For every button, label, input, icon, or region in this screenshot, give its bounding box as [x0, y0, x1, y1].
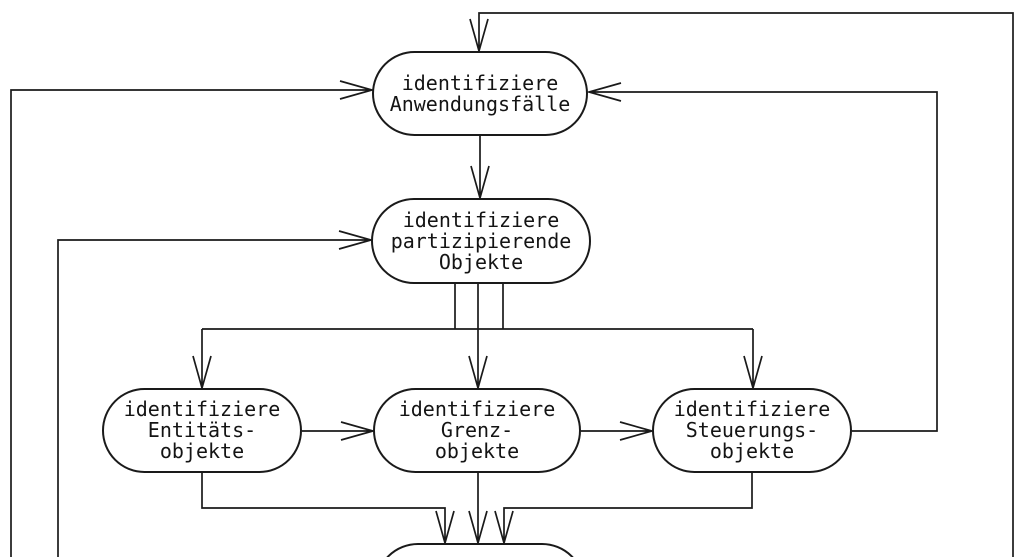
- edge-boundary-to-bottom-arrow: [468, 473, 488, 547]
- edge-usecases-to-participating-arrow: [470, 136, 490, 202]
- edge-participating-to-entity-arrow: [192, 329, 212, 392]
- node-identify-participating-objects-label: identifiziere partizipierende Objekte: [390, 207, 572, 274]
- edge-boundary-to-control-arrow: [581, 421, 656, 441]
- edge-control-to-bottom-arrow: [494, 473, 753, 547]
- node-identify-entity-objects-label: identifiziere Entitäts- objekte: [123, 397, 281, 463]
- node-bottom-partial: [375, 543, 585, 557]
- node-identify-control-objects-label: identifiziere Steuerungs- objekte: [673, 397, 831, 463]
- edge-feedback-left-outer-arrow: [10, 80, 376, 557]
- edge-participating-to-boundary-arrow: [468, 284, 488, 392]
- node-identify-use-cases: identifiziere Anwendungsfälle: [372, 51, 588, 136]
- node-identify-participating-objects: identifiziere partizipierende Objekte: [371, 198, 591, 284]
- edge-participating-to-control-arrow: [743, 329, 763, 392]
- node-identify-use-cases-label: identifiziere Anwendungsfälle: [389, 70, 571, 116]
- node-identify-control-objects: identifiziere Steuerungs- objekte: [652, 388, 852, 473]
- node-identify-boundary-objects: identifiziere Grenz- objekte: [373, 388, 581, 473]
- node-identify-entity-objects: identifiziere Entitäts- objekte: [102, 388, 302, 473]
- edge-entity-to-boundary-arrow: [302, 421, 377, 441]
- edge-entity-to-bottom-arrow: [201, 473, 455, 547]
- edge-control-to-usecases-arrow: [585, 82, 938, 432]
- node-identify-boundary-objects-label: identifiziere Grenz- objekte: [398, 397, 556, 463]
